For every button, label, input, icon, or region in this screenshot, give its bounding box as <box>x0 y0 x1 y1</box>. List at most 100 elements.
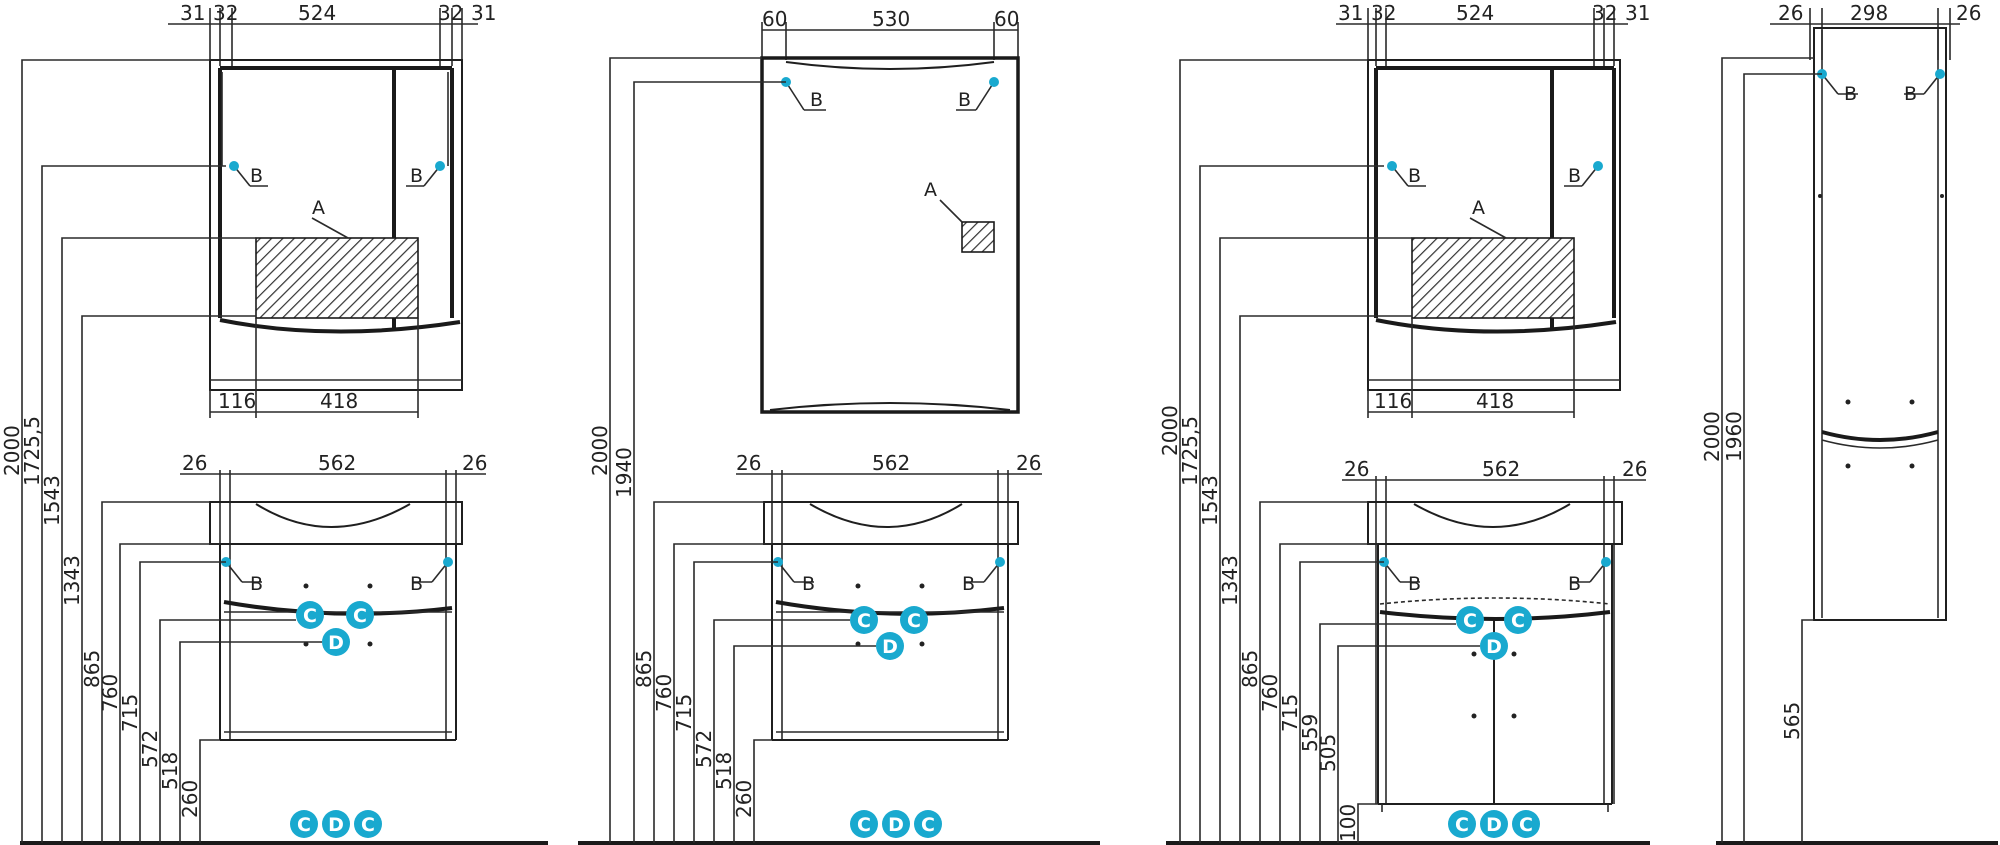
legend-c <box>354 810 382 838</box>
dim-116: 116 <box>1374 389 1412 413</box>
dim-760: 760 <box>98 674 122 712</box>
dim-298: 298 <box>1850 1 1888 25</box>
dim-100: 100 <box>1336 804 1360 842</box>
label-b: B <box>962 573 975 595</box>
dim-530: 530 <box>872 7 910 31</box>
dim-1543: 1543 <box>1198 475 1222 526</box>
connection-c <box>900 606 928 634</box>
dim-2000: 2000 <box>0 425 24 476</box>
mount-point-b <box>1387 161 1397 171</box>
dim-31: 31 <box>1625 1 1650 25</box>
label-a: A <box>312 197 325 219</box>
dim-32: 32 <box>213 1 238 25</box>
legend-c <box>914 810 942 838</box>
dim-524: 524 <box>298 1 336 25</box>
connection-c <box>346 601 374 629</box>
dim-260: 260 <box>732 780 756 818</box>
svg-text:D: D <box>328 814 344 836</box>
dim-26: 26 <box>1344 457 1369 481</box>
dim-865: 865 <box>1238 650 1262 688</box>
dim-260: 260 <box>178 780 202 818</box>
dim-865: 865 <box>632 650 656 688</box>
label-a: A <box>1472 197 1485 219</box>
dim-565: 565 <box>1780 702 1804 740</box>
vanity-unit: 26 562 26 B B C C <box>180 451 487 741</box>
mount-point-b <box>1935 69 1945 79</box>
dim-562: 562 <box>872 451 910 475</box>
dim-572: 572 <box>692 730 716 768</box>
connection-d <box>322 628 350 656</box>
svg-text:C: C <box>907 610 921 632</box>
svg-text:C: C <box>361 814 375 836</box>
legend-d <box>1480 810 1508 838</box>
svg-text:C: C <box>1519 814 1533 836</box>
dim-26: 26 <box>1622 457 1647 481</box>
dim-26: 26 <box>462 451 487 475</box>
legend-c <box>290 810 318 838</box>
dim-518: 518 <box>158 752 182 790</box>
dim-26: 26 <box>1016 451 1041 475</box>
height-labels: 2000 1725,5 1543 1343 865 760 715 572 51… <box>0 416 202 818</box>
dim-26: 26 <box>736 451 761 475</box>
panel-1: 31 32 524 32 31 A B B <box>0 1 548 845</box>
bottom-width-dimensions: 116 418 <box>1367 318 1575 418</box>
top-width-dimensions: 31 32 524 32 31 <box>168 1 496 66</box>
dim-1940: 1940 <box>612 447 636 498</box>
svg-text:D: D <box>1486 814 1502 836</box>
dim-1343: 1343 <box>1218 555 1242 606</box>
svg-text:D: D <box>1486 636 1502 658</box>
height-labels: 2000 1725,5 1543 1343 865 760 715 559 50… <box>1158 405 1360 842</box>
panel-4: 26 298 26 B B <box>1700 1 1998 845</box>
svg-text:C: C <box>303 605 317 627</box>
connection-c <box>1456 606 1484 634</box>
connection-legend: C D C <box>850 810 942 838</box>
dim-60: 60 <box>994 7 1019 31</box>
dim-116: 116 <box>218 389 256 413</box>
legend-d <box>882 810 910 838</box>
dim-32: 32 <box>1592 1 1617 25</box>
dim-26: 26 <box>1778 1 1803 25</box>
vanity-cabinet: 26 562 26 B B C <box>1342 457 1647 812</box>
dim-31: 31 <box>1338 1 1363 25</box>
dim-32: 32 <box>1371 1 1396 25</box>
height-dimensions <box>21 59 322 843</box>
dim-26: 26 <box>1956 1 1981 25</box>
dim-1960: 1960 <box>1722 411 1746 462</box>
dim-760: 760 <box>652 674 676 712</box>
svg-text:C: C <box>1511 610 1525 632</box>
dim-418: 418 <box>320 389 358 413</box>
dim-1725-5: 1725,5 <box>20 416 44 486</box>
dim-760: 760 <box>1258 674 1282 712</box>
height-dimensions <box>1721 57 1822 843</box>
mirror-panel: A B B <box>760 56 1020 414</box>
connection-c <box>296 601 324 629</box>
light-hatched <box>961 221 995 253</box>
top-width-dimensions: 31 32 524 32 31 <box>1336 1 1650 66</box>
dim-572: 572 <box>138 730 162 768</box>
mount-point-b <box>229 161 239 171</box>
dim-418: 418 <box>1476 389 1514 413</box>
dim-715: 715 <box>1278 694 1302 732</box>
vanity-unit: 26 562 26 B B C C <box>736 451 1042 741</box>
mount-point-b <box>1601 557 1611 567</box>
dim-1543: 1543 <box>40 475 64 526</box>
top-width-dimensions: 60 530 60 <box>761 7 1019 60</box>
height-dimensions <box>1179 59 1480 843</box>
mount-point-b <box>995 557 1005 567</box>
label-b: B <box>1568 573 1581 595</box>
mirror-cabinet: A B B <box>1367 59 1621 391</box>
label-b: B <box>250 165 263 187</box>
svg-text:D: D <box>882 636 898 658</box>
top-width-dimensions: 26 298 26 <box>1770 1 1981 60</box>
svg-text:C: C <box>1455 814 1469 836</box>
height-labels: 2000 1940 865 760 715 572 518 260 <box>588 425 756 818</box>
mount-point-b <box>1593 161 1603 171</box>
legend-c <box>1448 810 1476 838</box>
dim-2000: 2000 <box>1158 405 1182 456</box>
label-a: A <box>924 179 937 201</box>
panel-3: 31 32 524 32 31 A B B <box>1158 1 1650 845</box>
dim-518: 518 <box>712 752 736 790</box>
connection-d <box>876 632 904 660</box>
label-b: B <box>1408 165 1421 187</box>
dim-2000: 2000 <box>588 425 612 476</box>
